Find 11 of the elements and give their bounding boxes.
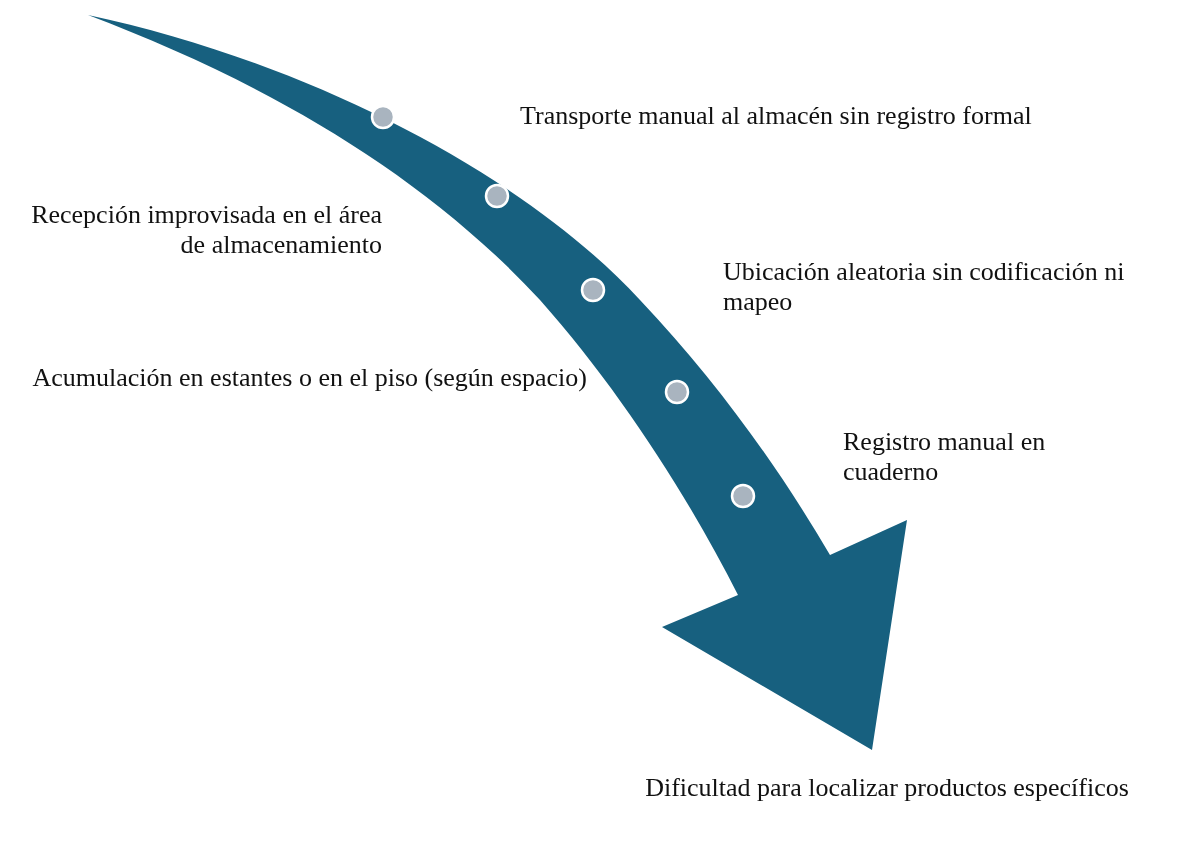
step-dot	[484, 183, 510, 209]
step-dot	[664, 379, 690, 405]
step-dot	[580, 277, 606, 303]
step-description: Acumulación en estantes o en el piso (según espacio)	[31, 363, 587, 393]
step-description: Registro manual en cuaderno	[843, 427, 1047, 487]
step-description: Recepción improvisada en el área de almacenamiento	[30, 200, 382, 260]
step-dot	[730, 483, 756, 509]
outcome-text: Dificultad para localizar productos específicos	[644, 773, 1130, 803]
step-dot	[370, 104, 396, 130]
step-description: Transporte manual al almacén sin registro formal	[520, 101, 1033, 131]
step-description: Ubicación aleatoria sin codificación ni mapeo	[723, 257, 1126, 317]
